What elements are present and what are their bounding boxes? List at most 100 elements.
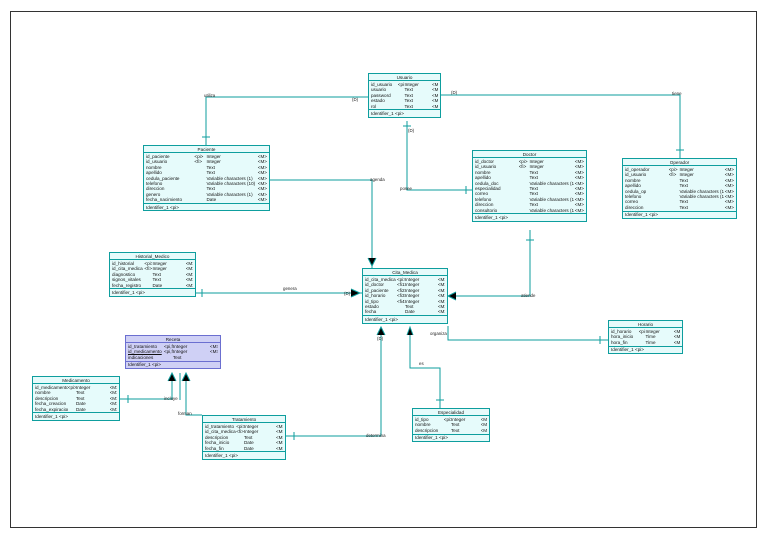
entity-usuario[interactable]: Usuario id_usuario<pi>Integer<M>usuarioT… (368, 73, 441, 118)
attribute-mandatory: <M> (673, 328, 680, 334)
attribute-key: <pi> (397, 81, 405, 87)
attribute-type: Integer (679, 172, 694, 178)
attribute-name: id_usuario (625, 172, 647, 178)
diagram-frame (10, 11, 757, 528)
attribute-name: id_operador (625, 166, 650, 172)
attribute-name: id_cita_medica (112, 266, 143, 272)
entity-horario[interactable]: Horario id_horario<pi>Integer<M>hora_ini… (608, 320, 683, 355)
attribute-name: descripcion (35, 395, 59, 401)
attribute-name: id_usuario (146, 159, 168, 165)
attribute-name: direccion (475, 202, 494, 208)
attribute-key: <fi2> (397, 287, 405, 293)
entity-especialidad[interactable]: Especialidad id_tipo<pi>Integer<M>nombre… (412, 408, 490, 443)
entity-doctor[interactable]: Doctor id_doctor<pi>Integer<M>id_usuario… (472, 150, 587, 222)
entity-title: Doctor (473, 151, 586, 159)
attribute-key: <fi1> (397, 282, 405, 288)
attribute-name: apellido (475, 175, 491, 181)
entity-historial-medico[interactable]: Historial_Medico id_historial<pi>Integer… (109, 252, 196, 297)
entity-title: Paciente (144, 146, 269, 154)
attribute-mandatory: <M> (109, 395, 117, 401)
attribute-mandatory: <M> (109, 401, 117, 407)
attribute-name: id_usuario (475, 164, 497, 170)
attribute-mandatory: <M> (185, 266, 193, 272)
attribute-name: telefono (625, 193, 642, 199)
attribute-mandatory: <M> (257, 191, 267, 197)
dependency-marker: (D) (451, 90, 458, 95)
attribute-name: fecha (365, 309, 377, 315)
attribute-key (669, 205, 680, 210)
attribute-type: Text (679, 199, 688, 205)
attribute-key: <pi> (668, 166, 678, 172)
identifier: Identifier_1 <pi> (625, 212, 658, 218)
attribute-mandatory: <M> (574, 191, 584, 197)
attribute-list: id_tratamiento<pi>Integer<M>id_cita_medi… (203, 423, 285, 453)
attribute-name: signos_vitales (112, 277, 141, 283)
attribute-mandatory: <M> (431, 103, 438, 109)
entity-title: Horario (609, 321, 682, 329)
attribute-row: id_paciente<pi>Integer<M> (146, 154, 267, 159)
attribute-type: Date (75, 401, 86, 407)
attribute-name: id_medicamento (35, 384, 68, 390)
attribute-name: consultorio (475, 207, 498, 213)
attribute-type: Text (75, 390, 85, 396)
attribute-mandatory: <M> (480, 427, 487, 433)
attribute-type: Date (243, 445, 254, 451)
attribute-type: Variable characters (1) (206, 191, 253, 197)
attribute-mandatory: <M> (724, 188, 734, 194)
attribute-name: diagnostico (112, 271, 136, 277)
attribute-mandatory: <M> (257, 153, 267, 159)
identifier: Identifier_1 <pi> (415, 435, 448, 441)
attribute-key: <pi> (194, 153, 204, 159)
attribute-key (444, 428, 451, 433)
attribute-name: indicaciones (128, 354, 154, 360)
attribute-list: id_cita_medica<pi>Integer<M>id_doctor<fi… (363, 276, 447, 317)
attribute-mandatory: <M> (275, 445, 283, 451)
attribute-type: Time (645, 334, 656, 340)
attribute-type: Text (173, 354, 182, 360)
identifier: Identifier_1 <pi> (112, 289, 145, 295)
attribute-mandatory: <M> (275, 429, 283, 435)
attribute-list: id_tratamiento<pi,fi1>Integer<M>id_medic… (126, 343, 220, 362)
entity-tratamiento[interactable]: Tratamiento id_tratamiento<pi>Integer<M>… (202, 415, 286, 460)
entity-medicamento[interactable]: Medicamento id_medicamento<pi>Integer<M>… (32, 376, 120, 421)
dependency-marker: (D) (377, 336, 384, 341)
attribute-row: id_cita_medica<fi>Integer<M> (112, 266, 193, 271)
identifier: Identifier_1 <pi> (146, 204, 179, 210)
attribute-key (397, 309, 405, 314)
attribute-type: Variable characters (10) (529, 207, 575, 213)
entity-cita-medica[interactable]: Cita_Medica id_cita_medica<pi>Integer<M>… (362, 268, 448, 324)
attribute-type: Text (243, 434, 253, 440)
attribute-type: Integer (206, 153, 221, 159)
attribute-name: estado (371, 98, 385, 104)
attribute-name: nombre (415, 422, 431, 428)
attribute-row: id_horario<fi3>Integer<M> (365, 293, 445, 298)
attribute-mandatory: <M> (257, 175, 267, 181)
entity-operador[interactable]: Operador id_operador<pi>Integer<M>id_usu… (622, 158, 737, 220)
attribute-type: Integer (173, 343, 188, 349)
attribute-type: Date (243, 440, 254, 446)
attribute-key: <pi> (518, 158, 528, 164)
attribute-row: id_operador<pi>Integer<M> (625, 167, 734, 172)
attribute-type: Text (450, 422, 460, 428)
attribute-row: id_horario<pi>Integer<M> (611, 329, 680, 334)
relation-label-determina: determina (366, 433, 386, 438)
attribute-row: id_doctor<pi>Integer<M> (475, 159, 584, 164)
attribute-mandatory: <M> (437, 287, 445, 293)
attribute-mandatory: <M> (724, 172, 734, 178)
attribute-row: id_usuario<fi>Integer<M> (625, 172, 734, 177)
entity-title: Medicamento (33, 377, 119, 385)
entity-paciente[interactable]: Paciente id_paciente<pi>Integer<M>id_usu… (143, 145, 270, 212)
entity-receta[interactable]: Receta id_tratamiento<pi,fi1>Integer<M>i… (125, 335, 221, 370)
